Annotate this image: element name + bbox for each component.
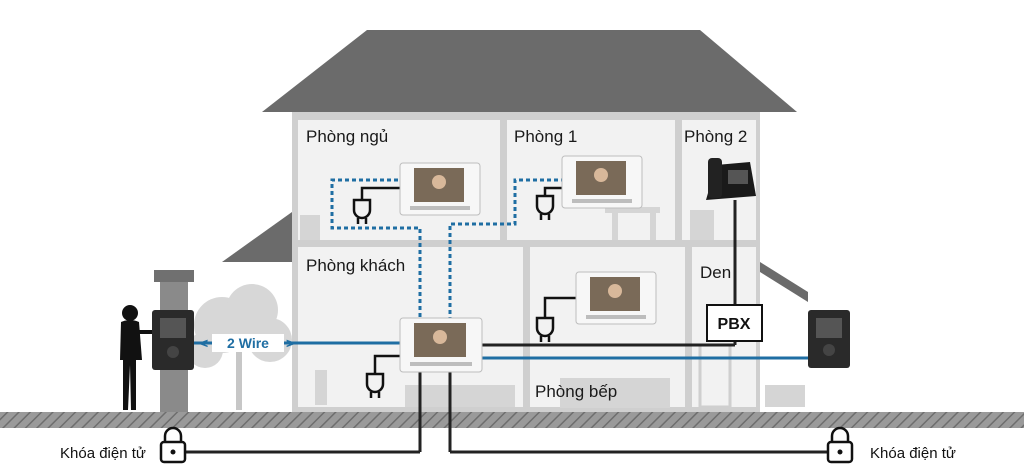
roof bbox=[262, 30, 797, 112]
outdoor-station-right bbox=[808, 310, 850, 368]
label-den: Den bbox=[700, 263, 731, 282]
video-monitor-room1 bbox=[561, 155, 643, 209]
wire-label-bg bbox=[212, 334, 284, 352]
furniture bbox=[300, 207, 805, 409]
video-monitor-bedroom bbox=[399, 162, 481, 216]
lock-icon bbox=[826, 426, 854, 464]
monitor-link-dotted bbox=[330, 178, 572, 322]
label-bedroom: Phòng ngủ bbox=[306, 127, 388, 146]
gate-pillar-cap bbox=[154, 270, 194, 282]
label-kitchen: Phòng bếp bbox=[535, 382, 617, 401]
ground bbox=[0, 412, 1024, 428]
video-monitor-kitchen bbox=[575, 271, 657, 325]
pbx-label: PBX bbox=[718, 316, 751, 333]
outdoor-station-left bbox=[152, 310, 194, 370]
black-cables bbox=[182, 200, 830, 454]
wire-label-arrow-right: > bbox=[286, 335, 294, 351]
pbx-box bbox=[706, 304, 763, 342]
wire-label-arrow-left: < bbox=[200, 335, 208, 351]
label-living: Phòng khách bbox=[306, 256, 405, 275]
video-monitor-living-master bbox=[399, 317, 483, 373]
lock-icon bbox=[159, 426, 187, 464]
lock-label-right: Khóa điện tử bbox=[870, 445, 956, 462]
left-eave bbox=[222, 212, 292, 262]
wire-label: 2 Wire bbox=[227, 335, 269, 351]
power-plug-icon bbox=[535, 296, 580, 342]
power-plug-icon bbox=[352, 186, 410, 224]
power-plug-icon bbox=[365, 354, 402, 398]
ip-phone-icon bbox=[706, 158, 756, 200]
label-room2: Phòng 2 bbox=[684, 127, 747, 146]
lock-label-left: Khóa điện tử bbox=[60, 445, 146, 462]
visitor-silhouette bbox=[120, 305, 152, 410]
right-eave bbox=[760, 262, 808, 302]
label-room1: Phòng 1 bbox=[514, 127, 577, 146]
